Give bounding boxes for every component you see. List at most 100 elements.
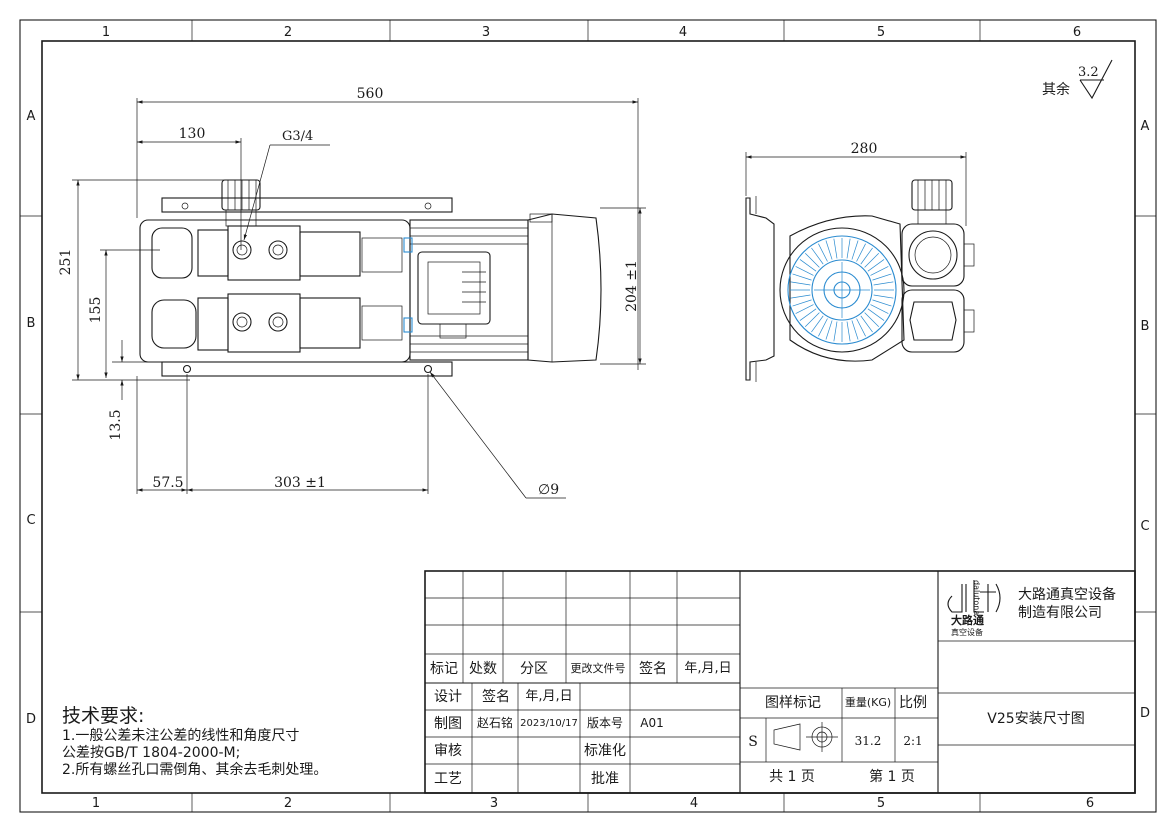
fan-fin (867, 308, 885, 321)
fan-fin (833, 238, 838, 259)
rev-header-sign: 签名 (639, 660, 667, 677)
company-name-line-2: 制造有限公司 (1018, 605, 1102, 621)
fan-fin (864, 312, 880, 328)
notes-line-1: 1.一般公差未注公差的线性和角度尺寸 (62, 728, 299, 744)
row-date-label: 年,月,日 (525, 689, 572, 704)
front-dimensions: 560 130 G3/4 251 155 13.5 57.5 303 ±1 (58, 86, 639, 499)
roughness-label: 其余 (1042, 81, 1070, 98)
side-dimensions: 280 204 ±1 (600, 141, 967, 365)
fan-fin (825, 240, 833, 260)
company-name-line-1: 大路通真空设备 (1018, 586, 1116, 603)
fan-fin (870, 266, 889, 276)
rev-header-change-doc: 更改文件号 (571, 661, 626, 675)
dim-hole-spacing: 303 ±1 (274, 475, 326, 491)
dim-inlet-offset: 130 (179, 126, 206, 142)
marking-label: 图样标记 (765, 695, 821, 711)
row-approve: 批准 (591, 771, 619, 787)
logo-subcaption: 真空设备 (951, 627, 983, 637)
notes-title: 技术要求: (62, 705, 144, 727)
row-label-b: B (27, 316, 36, 331)
weight-value: 31.2 (855, 734, 882, 748)
dim-height-mid: 155 (88, 297, 104, 324)
row-label-right-b: B (1141, 319, 1150, 334)
notes-line-3: 2.所有螺丝孔口需倒角、其余去毛刺处理。 (62, 761, 327, 778)
rev-header-zone: 分区 (520, 661, 548, 677)
dim-foot-offset: 13.5 (108, 409, 124, 440)
notes-line-2: 公差按GB/T 1804-2000-M; (62, 745, 240, 761)
fan-fin (872, 273, 892, 281)
fan-fin (799, 259, 817, 272)
fan-fin (873, 281, 894, 286)
dim-side-width: 280 (851, 141, 878, 157)
col-label-6: 6 (1073, 25, 1081, 40)
technical-notes: 技术要求: 1.一般公差未注公差的线性和角度尺寸 公差按GB/T 1804-20… (62, 705, 327, 778)
row-review: 审核 (434, 743, 462, 759)
col-label-bottom-4: 4 (690, 796, 698, 811)
dim-height-overall: 251 (58, 249, 74, 276)
fan-fin (804, 252, 820, 268)
row-label-right-d: D (1140, 706, 1150, 721)
row-process: 工艺 (434, 771, 462, 787)
fan-fin (860, 247, 873, 265)
dim-foot-start: 57.5 (152, 475, 183, 491)
front-view (139, 179, 602, 377)
fan-fin (870, 304, 889, 314)
fan-fin (825, 320, 833, 340)
fan-fin (873, 294, 894, 299)
row-standardize: 标准化 (584, 743, 626, 759)
scale-label: 比例 (899, 695, 927, 711)
row-sign: 签名 (482, 688, 510, 705)
row-label-a: A (27, 109, 36, 124)
drawer-name: 赵石铭 (477, 715, 513, 730)
fan-fin (851, 240, 859, 260)
col-label-bottom-5: 5 (877, 796, 885, 811)
fan-fin (846, 238, 851, 259)
row-draw: 制图 (434, 716, 462, 732)
version-value: A01 (640, 716, 663, 730)
draw-date: 2023/10/17 (520, 718, 578, 729)
fan-fin (811, 315, 824, 333)
fan-fin (790, 281, 811, 286)
logo-caption: 大路通 (951, 613, 984, 627)
roughness-value: 3.2 (1078, 65, 1099, 80)
fan-fin (795, 266, 814, 276)
col-label-bottom-1: 1 (92, 796, 100, 811)
col-label-3: 3 (482, 25, 490, 40)
fan-fin (811, 247, 824, 265)
fan-fin (846, 321, 851, 342)
fan-fin (818, 318, 828, 337)
fan-fin (792, 273, 812, 281)
col-label-bottom-2: 2 (284, 796, 292, 811)
title-block: 标记 处数 分区 更改文件号 签名 年,月,日 设计 签名 年,月,日 制图 赵… (424, 570, 1136, 794)
col-label-1: 1 (102, 25, 110, 40)
company-logo: dalutona 大路通 真空设备 (947, 580, 1001, 637)
rev-header-date: 年,月,日 (684, 661, 731, 676)
fan-fin (867, 259, 885, 272)
row-label-right-c: C (1140, 519, 1149, 534)
sheet-number: 第 1 页 (869, 768, 915, 785)
fan-fin (795, 304, 814, 314)
col-label-5: 5 (877, 25, 885, 40)
row-design: 设计 (434, 689, 462, 705)
fan-fin (804, 312, 820, 328)
drawing-title: V25安装尺寸图 (987, 711, 1084, 727)
row-label-d: D (26, 712, 36, 727)
logo-vertical-text: dalutona (972, 580, 981, 615)
dim-hole-diameter: ∅9 (538, 482, 559, 498)
dim-thread: G3/4 (282, 129, 313, 144)
col-label-bottom-3: 3 (490, 796, 498, 811)
fan-fin (792, 299, 812, 307)
side-view (745, 179, 975, 382)
dim-side-height: 204 ±1 (624, 260, 640, 312)
fan-fin (856, 318, 866, 337)
rev-header-mark: 标记 (430, 661, 458, 677)
fan-fin (790, 294, 811, 299)
projection-symbol-icon (773, 722, 838, 752)
fan-fin (833, 321, 838, 342)
marking-value: S (748, 734, 758, 750)
fan-fin (872, 299, 892, 307)
fan-fin (864, 252, 880, 268)
weight-label: 重量(KG) (845, 695, 891, 709)
row-label-right-a: A (1141, 119, 1150, 134)
